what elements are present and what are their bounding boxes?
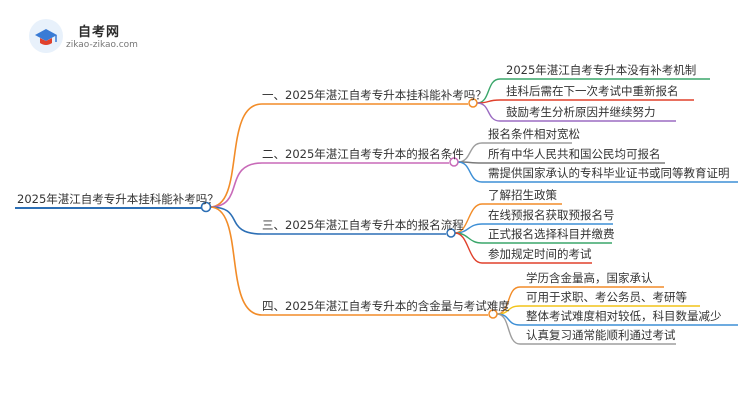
branch-connector	[209, 206, 263, 316]
leaf-topic: 学历含金量高，国家承认	[526, 271, 653, 285]
leaf-topic: 报名条件相对宽松	[488, 127, 580, 141]
branch-topic: 四、2025年湛江自考专升本的含金量与考试难度	[262, 299, 510, 313]
site-name: 自考网	[78, 25, 121, 40]
site-url: zikao-zikao.com	[66, 40, 138, 50]
leaf-topic: 所有中华人民共和国公民均可报名	[488, 147, 661, 161]
leaf-connector	[496, 313, 521, 345]
branch-node-circle	[468, 98, 478, 108]
leaf-connector	[457, 161, 483, 183]
leaf-topic: 可用于求职、考公务员、考研等	[526, 290, 687, 304]
leaf-topic: 2025年湛江自考专升本没有补考机制	[506, 63, 697, 77]
leaf-topic: 认真复习通常能顺利通过考试	[526, 328, 676, 342]
site-logo[interactable]: 自考网 zikao-zikao.com	[28, 18, 178, 58]
leaf-topic: 参加规定时间的考试	[488, 247, 592, 261]
branch-node-circle	[488, 309, 498, 319]
root-node-circle	[200, 201, 212, 213]
branch-topic: 三、2025年湛江自考专升本的报名流程	[262, 218, 464, 232]
graduation-cap-icon	[29, 19, 63, 53]
leaf-connector	[476, 102, 501, 122]
root-topic: 2025年湛江自考专升本挂科能补考吗？	[17, 192, 219, 206]
leaf-connector	[496, 313, 521, 326]
leaf-topic: 挂科后需在下一次考试中重新报名	[506, 84, 679, 98]
branch-topic: 一、2025年湛江自考专升本挂科能补考吗？	[262, 88, 487, 102]
leaf-connector	[454, 232, 483, 264]
leaf-topic: 了解招生政策	[488, 188, 557, 202]
leaf-topic: 鼓励考生分析原因并继续努力	[506, 105, 656, 119]
branch-connector	[209, 103, 263, 208]
branch-node-circle	[446, 228, 456, 238]
leaf-topic: 需提供国家承认的专科毕业证书或同等教育证明	[488, 166, 730, 180]
leaf-topic: 在线预报名获取预报名号	[488, 208, 615, 222]
branch-connector	[209, 162, 263, 208]
leaf-topic: 整体考试难度相对较低，科目数量减少	[526, 309, 722, 323]
leaf-topic: 正式报名选择科目并缴费	[488, 227, 615, 241]
branch-topic: 二、2025年湛江自考专升本的报名条件	[262, 147, 464, 161]
branch-node-circle	[449, 157, 459, 167]
branch-connector	[209, 206, 263, 235]
